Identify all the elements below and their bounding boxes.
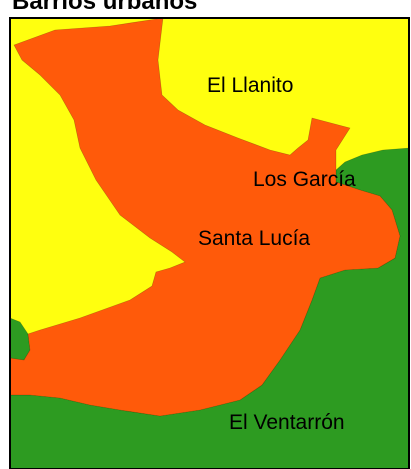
label-el-ventarron: El Ventarrón [229, 411, 345, 434]
label-el-llanito: El Llanito [207, 74, 293, 97]
map-title: Barrios urbanos [12, 0, 198, 15]
label-los-garcia: Los García [253, 168, 356, 191]
map-border [9, 17, 410, 469]
label-santa-lucia: Santa Lucía [198, 227, 310, 250]
orange-region [9, 17, 401, 417]
